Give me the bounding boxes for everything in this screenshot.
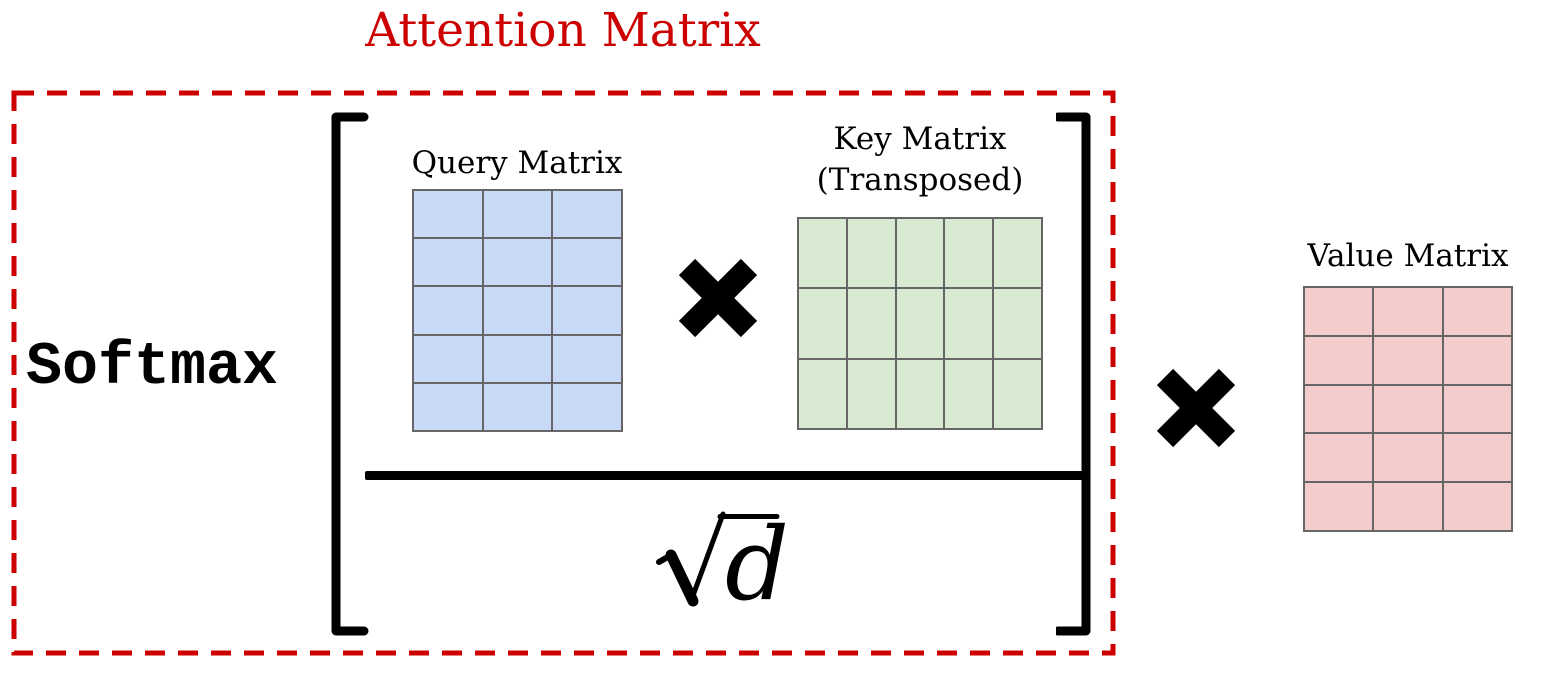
matrix-cell xyxy=(799,289,846,358)
attention-matrix-dashed-outline xyxy=(11,90,1116,656)
matrix-cell xyxy=(483,191,552,238)
sqrt-radicand: d xyxy=(725,506,789,623)
key-matrix-label: Key Matrix (Transposed) xyxy=(770,119,1070,201)
matrix-cell xyxy=(1305,385,1373,433)
matrix-cell xyxy=(553,335,621,382)
matrix-cell xyxy=(896,359,944,428)
sqrt-d-symbol: d xyxy=(656,506,789,623)
matrix-cell xyxy=(1374,434,1442,482)
matrix-cell xyxy=(1443,336,1511,384)
matrix-cell xyxy=(799,219,846,288)
value-matrix-label: Value Matrix xyxy=(1307,238,1509,274)
matrix-cell xyxy=(1443,434,1511,482)
matrix-cell xyxy=(1305,434,1373,482)
matrix-cell xyxy=(1443,288,1511,335)
matrix-cell xyxy=(1305,336,1373,384)
matrix-cell xyxy=(553,383,621,430)
right-bracket xyxy=(1056,112,1091,636)
attention-matrix-title: Attention Matrix xyxy=(365,3,761,58)
matrix-cell xyxy=(483,287,552,334)
matrix-cell xyxy=(1374,288,1442,335)
value-matrix-grid xyxy=(1303,286,1513,532)
matrix-cell xyxy=(945,219,993,288)
matrix-cell xyxy=(847,359,895,428)
matrix-cell xyxy=(414,383,482,430)
matrix-cell xyxy=(1374,336,1442,384)
matrix-cell xyxy=(799,359,846,428)
key-matrix-grid xyxy=(797,217,1043,430)
matrix-cell xyxy=(553,287,621,334)
matrix-cell xyxy=(414,287,482,334)
matrix-cell xyxy=(847,289,895,358)
multiply-icon xyxy=(678,258,758,338)
matrix-cell xyxy=(553,239,621,286)
softmax-label: Softmax xyxy=(26,334,279,402)
matrix-cell xyxy=(994,219,1041,288)
left-bracket xyxy=(331,112,369,636)
matrix-cell xyxy=(896,289,944,358)
matrix-cell xyxy=(945,289,993,358)
multiply-icon xyxy=(1156,368,1236,448)
matrix-cell xyxy=(994,359,1041,428)
fraction-bar xyxy=(365,471,1083,480)
matrix-cell xyxy=(994,289,1041,358)
matrix-cell xyxy=(1443,385,1511,433)
matrix-cell xyxy=(945,359,993,428)
matrix-cell xyxy=(896,219,944,288)
key-matrix-label-line1: Key Matrix xyxy=(833,121,1007,157)
matrix-cell xyxy=(483,383,552,430)
matrix-cell xyxy=(1374,385,1442,433)
matrix-cell xyxy=(1305,288,1373,335)
query-matrix-grid xyxy=(412,189,623,432)
matrix-cell xyxy=(483,239,552,286)
matrix-cell xyxy=(1305,483,1373,530)
matrix-cell xyxy=(414,335,482,382)
matrix-cell xyxy=(553,191,621,238)
matrix-cell xyxy=(847,219,895,288)
matrix-cell xyxy=(483,335,552,382)
matrix-cell xyxy=(414,191,482,238)
matrix-cell xyxy=(1443,483,1511,530)
matrix-cell xyxy=(414,239,482,286)
query-matrix-label: Query Matrix xyxy=(411,145,623,181)
key-matrix-label-line2: (Transposed) xyxy=(816,162,1024,198)
dashed-rect xyxy=(11,90,1116,656)
matrix-cell xyxy=(1374,483,1442,530)
